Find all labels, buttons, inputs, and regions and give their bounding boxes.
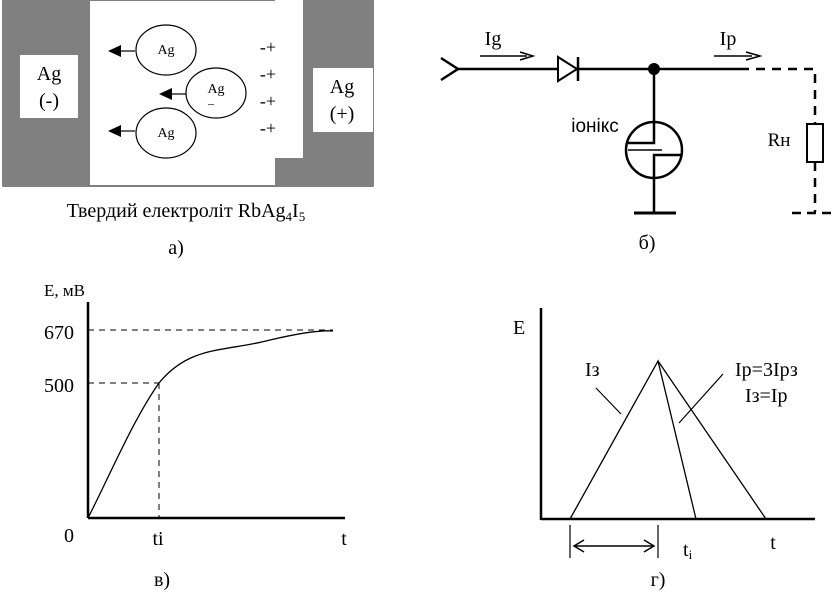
arrow-left-icon xyxy=(108,45,121,57)
tick-origin: 0 xyxy=(64,525,74,547)
electrode-left-line2: (-) xyxy=(39,90,59,112)
electrolyte-notch xyxy=(275,0,303,158)
ion-3: Ag xyxy=(108,107,197,159)
panel-b-letter: б) xyxy=(639,232,656,254)
arrow-left-icon xyxy=(572,539,585,553)
label-iz: Iз xyxy=(585,359,600,381)
label-rn: Rн xyxy=(768,130,791,151)
arrow-left-icon xyxy=(108,125,121,137)
resistor-icon xyxy=(806,123,824,163)
triangle-slow-discharge xyxy=(657,360,767,520)
ion-circle xyxy=(135,24,197,76)
label-eq1: Iр=3Iрз xyxy=(735,359,798,381)
arrow-right-icon xyxy=(643,539,656,553)
arrow-right-icon xyxy=(745,51,763,61)
tick-500: 500 xyxy=(44,375,74,397)
tick-670: 670 xyxy=(44,322,74,344)
label-ip: Ip xyxy=(720,28,737,50)
triangle-fast-discharge xyxy=(569,359,697,520)
wire-load-dashed xyxy=(740,67,817,124)
charge-pair-1: -+ xyxy=(260,37,276,57)
electrode-right-label-box xyxy=(313,68,373,132)
leader-iz xyxy=(595,387,622,415)
panel-d-ylabel: E xyxy=(513,317,525,339)
panel-d-xlabel: t xyxy=(770,532,776,554)
ion-label: Ag xyxy=(207,82,224,97)
charge-pair-4: -+ xyxy=(260,118,276,138)
tick-ti: ti xyxy=(152,528,164,550)
charge-pair-2: -+ xyxy=(260,64,276,84)
diode-icon xyxy=(557,55,579,83)
ion-1: Ag xyxy=(108,24,197,76)
panel-c-ylabel: E, мВ xyxy=(44,281,85,300)
ionix-inner-bottom xyxy=(652,153,682,180)
charge-pair-3: -+ xyxy=(260,91,276,111)
ion-circle xyxy=(135,107,197,159)
tick-ti: ti xyxy=(683,539,693,562)
panel-b: Ig Ip іонікс Rн б) xyxy=(440,28,832,254)
panel-a-caption: Твердий електроліт RbAg4I5 xyxy=(67,200,305,224)
electrode-left-line1: Ag xyxy=(37,63,61,85)
ionix-inner-top xyxy=(626,120,656,145)
electrode-right-line1: Ag xyxy=(330,76,354,98)
ion-sub: – xyxy=(207,96,215,110)
panel-a: Ag (-) Ag (+) Ag Ag – Ag -+ -+ -+ -+ xyxy=(2,0,374,259)
electrode-left-label-box xyxy=(20,55,78,118)
panel-c-letter: в) xyxy=(154,569,170,591)
ion-2: Ag – xyxy=(159,67,247,119)
input-terminal-icon xyxy=(440,56,461,82)
panel-c: E, мВ 670 500 0 ti t в) xyxy=(44,281,347,591)
leader-ip xyxy=(678,373,724,424)
arrow-left-icon xyxy=(159,88,172,100)
panel-a-letter: а) xyxy=(168,237,184,259)
ion-label: Ag xyxy=(157,43,174,58)
label-ig: Ig xyxy=(485,28,502,50)
label-ionix: іонікс xyxy=(571,116,619,137)
panel-c-xlabel: t xyxy=(341,528,347,550)
panel-d-letter: г) xyxy=(651,569,666,591)
panel-d: E Iз Iр=3Iрз Iз=Iр ti t г) xyxy=(513,308,815,591)
label-eq2: Iз=Iр xyxy=(745,385,788,407)
ion-label: Ag xyxy=(157,126,174,141)
ion-circle xyxy=(185,67,247,119)
charge-curve xyxy=(87,330,334,519)
arrow-right-icon xyxy=(519,51,536,61)
electrode-right-line2: (+) xyxy=(330,103,355,125)
